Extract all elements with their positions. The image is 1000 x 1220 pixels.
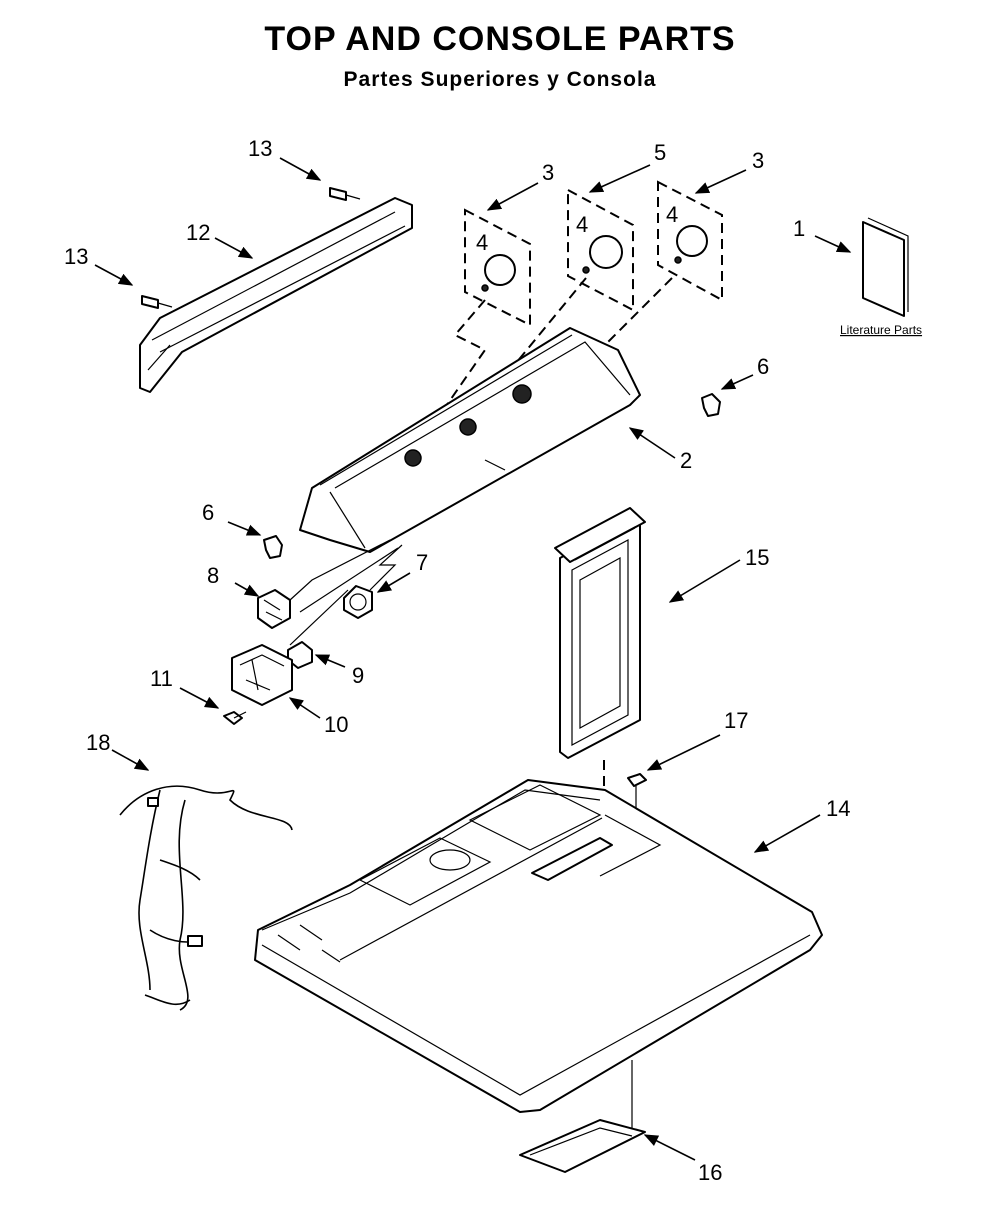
part-5-knob-box-center[interactable] — [567, 188, 634, 312]
callout-4-left: 4 — [476, 230, 488, 255]
callout-8: 8 — [207, 563, 219, 588]
callout-numbers: 13 12 13 3 5 3 4 4 4 1 Literature Parts … — [64, 136, 922, 1185]
callout-6-left: 6 — [202, 500, 214, 525]
part-13-screw-upper[interactable] — [329, 187, 361, 201]
part-6-clip-left[interactable] — [263, 535, 283, 559]
part-8-switch[interactable] — [257, 589, 291, 629]
callout-4-center: 4 — [576, 212, 588, 237]
callout-7: 7 — [416, 550, 428, 575]
part-11-screw[interactable] — [223, 711, 247, 725]
callout-18: 18 — [86, 730, 110, 755]
callout-14: 14 — [826, 796, 850, 821]
part-3-knob-box-left[interactable] — [464, 208, 531, 327]
page-subtitle: Partes Superiores y Consola — [343, 68, 657, 91]
leader-lines — [94, 157, 852, 1161]
callout-6-right: 6 — [757, 354, 769, 379]
part-15-lint-screen[interactable] — [554, 507, 646, 759]
callout-13-top: 13 — [248, 136, 272, 161]
callout-12: 12 — [186, 220, 210, 245]
callout-2: 2 — [680, 448, 692, 473]
part-18-wire-harness[interactable] — [119, 785, 293, 1011]
callout-10: 10 — [324, 712, 348, 737]
callout-3-left: 3 — [542, 160, 554, 185]
part-17-screw[interactable] — [627, 773, 647, 810]
part-2-console[interactable] — [299, 327, 641, 553]
callout-1: 1 — [793, 216, 805, 241]
callout-3-right: 3 — [752, 148, 764, 173]
callout-15: 15 — [745, 545, 769, 570]
callout-16: 16 — [698, 1160, 722, 1185]
part-16-filter[interactable] — [519, 1119, 646, 1173]
callout-13-left: 13 — [64, 244, 88, 269]
literature-parts-label: Literature Parts — [840, 323, 922, 337]
part-6-clip-right[interactable] — [701, 393, 721, 417]
callout-4-right: 4 — [666, 202, 678, 227]
callout-11: 11 — [150, 666, 173, 691]
callout-9: 9 — [352, 663, 364, 688]
page-title: TOP AND CONSOLE PARTS — [264, 20, 736, 58]
callout-5: 5 — [654, 140, 666, 165]
callout-17: 17 — [724, 708, 748, 733]
part-14-top-panel[interactable] — [254, 779, 823, 1113]
part-10-control-board[interactable] — [231, 644, 293, 706]
part-13-screw-lower[interactable] — [141, 295, 173, 309]
part-12-rear-trim[interactable] — [139, 197, 413, 393]
part-7-switch[interactable] — [343, 585, 373, 619]
part-3-knob-box-right[interactable] — [657, 180, 723, 302]
part-1-literature[interactable] — [862, 217, 909, 317]
